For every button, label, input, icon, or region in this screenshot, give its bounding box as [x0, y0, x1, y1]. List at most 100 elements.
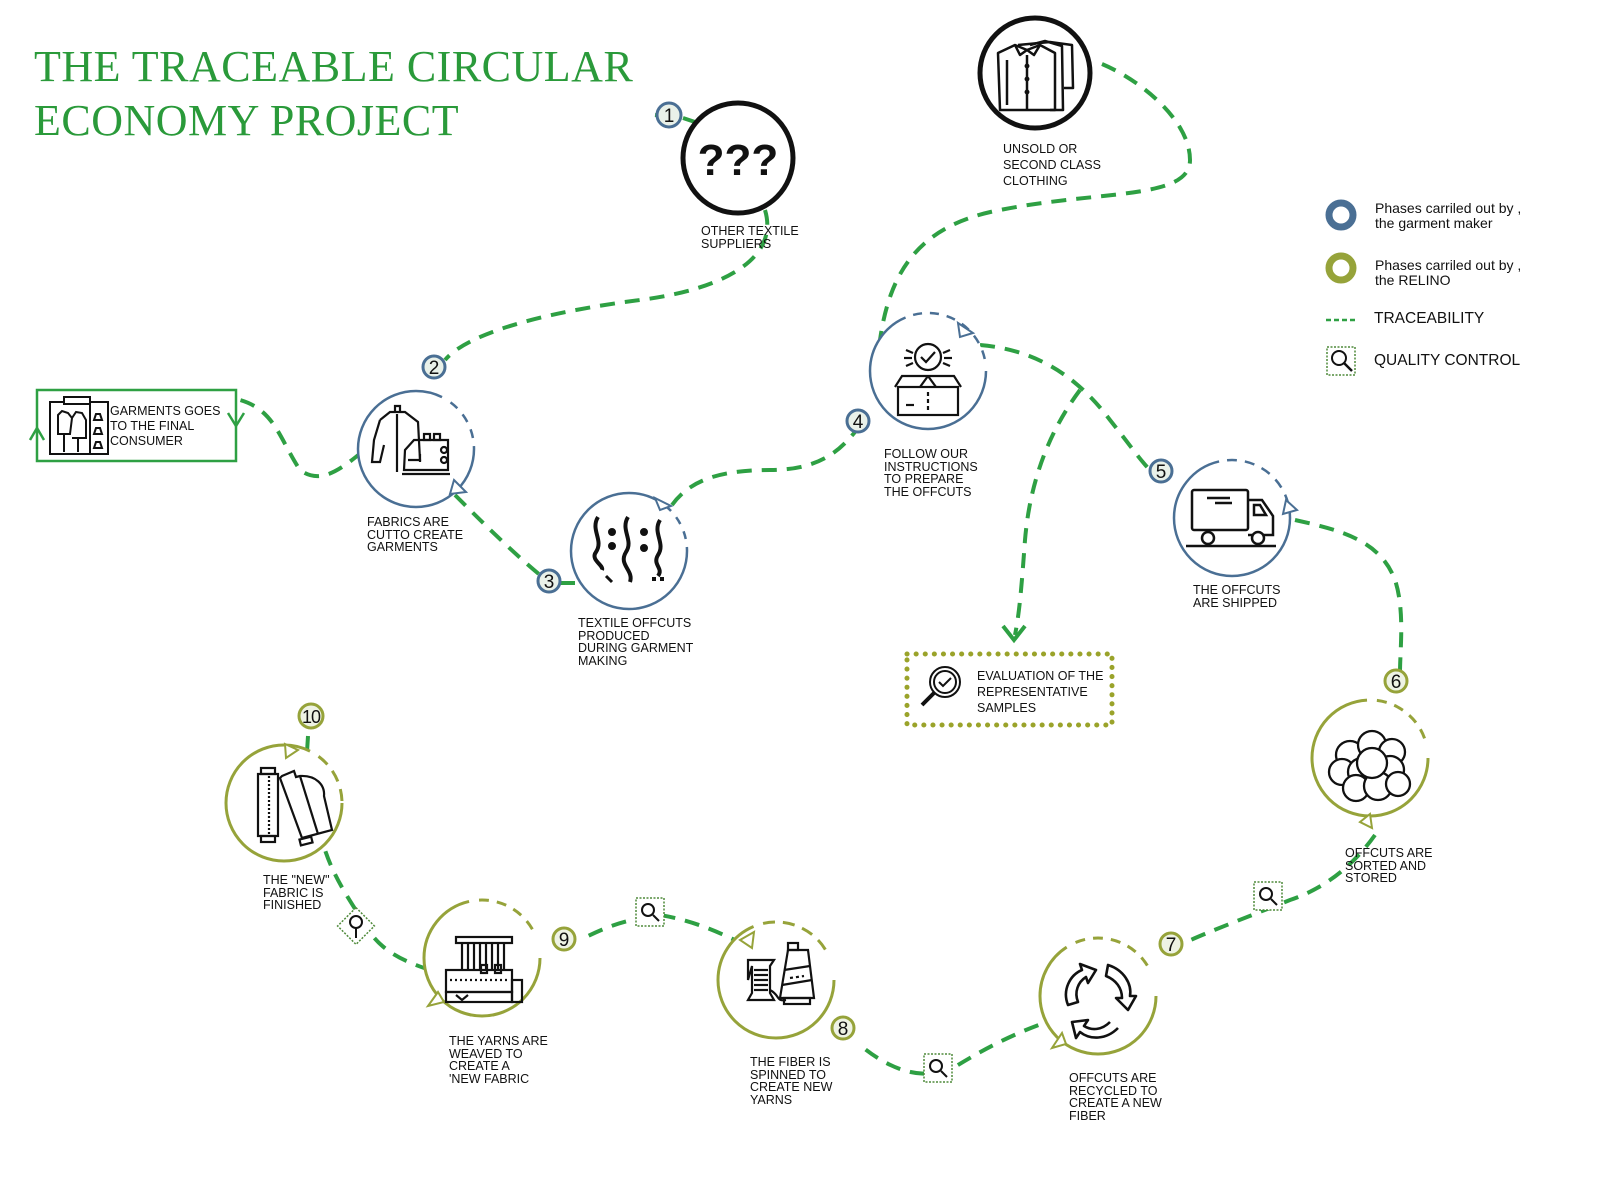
trace-path-8-to-9 [579, 912, 746, 947]
label-step-10: THE "NEW" FABRIC IS FINISHED [263, 873, 330, 912]
box-check-icon [894, 342, 962, 417]
trace-path-6-to-7 [1179, 833, 1377, 947]
ring-arrowhead-icon [1281, 498, 1300, 516]
trace-path-4-to-evaluation [1013, 388, 1082, 636]
step-ring-blue [569, 491, 689, 611]
ring-arrowhead-icon [1049, 1030, 1068, 1050]
step-badge-6-number: 6 [1391, 672, 1402, 693]
legend-garment-maker-ring-icon [1325, 199, 1357, 231]
node-step-5 [1172, 458, 1300, 578]
step-badge-10-number: 10 [302, 707, 321, 727]
question-marks-icon: ??? [698, 136, 779, 185]
step-badge-4: 4 [845, 408, 871, 434]
title-line-1: THE TRACEABLE CIRCULAR [34, 42, 634, 91]
step-badges: 1 2 3 4 5 6 7 8 [297, 101, 1409, 1041]
node-step-7 [1038, 936, 1158, 1056]
trace-path-2-to-consumer [239, 398, 364, 478]
step-badge-4-number: 4 [853, 412, 864, 433]
trace-path-2-to-3 [453, 493, 542, 577]
trace-path-unsold-to-4 [878, 62, 1193, 341]
magnifier-check-icon [920, 666, 961, 707]
step-badge-7-number: 7 [1166, 935, 1177, 956]
page-title: THE TRACEABLE CIRCULAR ECONOMY PROJECT [34, 40, 633, 148]
ring-arrowhead-icon [1358, 812, 1374, 830]
ring-arrowhead-icon [448, 478, 469, 496]
step-badge-8-number: 8 [838, 1019, 849, 1040]
label-step-3: TEXTILE OFFCUTS PRODUCED DURING GARMENT … [578, 616, 694, 668]
step-ring-olive [716, 920, 836, 1040]
arrow-down-icon [226, 412, 246, 429]
node-step-2 [356, 389, 476, 509]
label-step-6: OFFCUTS ARE SORTED AND STORED [1345, 846, 1433, 885]
legend-shapes [1325, 199, 1358, 376]
trace-path-4-to-5 [979, 343, 1152, 472]
step-badge-5-number: 5 [1156, 462, 1167, 483]
quality-control-marker-9-10 [336, 906, 376, 946]
legend-relino-label: Phases carriled out by , the RELINO [1375, 257, 1522, 288]
node-circle [680, 100, 796, 216]
quality-control-marker-7-8 [923, 1053, 953, 1083]
trace-path-supplier-to-2 [443, 209, 770, 362]
recycle-icon [1064, 962, 1138, 1040]
step-badge-7: 7 [1158, 931, 1184, 957]
node-step-6 [1310, 698, 1430, 830]
label-step-5: THE OFFCUTS ARE SHIPPED [1193, 583, 1281, 610]
quality-control-markers [336, 881, 1283, 1083]
node-step-8 [716, 920, 836, 1040]
step-badge-5: 5 [1148, 458, 1174, 484]
ring-arrowhead-icon [956, 320, 976, 339]
step-badge-6: 6 [1383, 668, 1409, 694]
magnifier-icon [929, 1059, 948, 1078]
trace-path-9-to-10 [323, 849, 431, 972]
node-unsold-clothing [977, 15, 1093, 131]
step-badge-1: 1 [655, 101, 683, 129]
label-unsold-clothing: UNSOLD OR SECOND CLASS CLOTHING [1003, 142, 1101, 188]
step-badge-3: 3 [536, 568, 562, 594]
step-ring-olive [1038, 936, 1158, 1056]
evaluation-arrowhead-icon [1001, 624, 1027, 644]
loom-icon [444, 935, 524, 1004]
title-line-2: ECONOMY PROJECT [34, 96, 460, 145]
label-step-2: FABRICS ARE CUTTO CREATE GARMENTS [367, 515, 464, 554]
node-step-3 [569, 491, 689, 611]
step-ring-blue [356, 389, 476, 509]
legend-quality-control-icon [1326, 346, 1356, 376]
node-final-consumer [28, 388, 246, 463]
step-badge-1-number: 1 [664, 106, 675, 127]
magnifier-icon [349, 915, 363, 938]
magnifier-icon [1259, 887, 1278, 906]
trace-path-7-to-8 [858, 1015, 1063, 1076]
node-step-10 [224, 742, 344, 863]
node-evaluation [904, 651, 1115, 728]
label-other-suppliers: OTHER TEXTILE SUPPLIERS [701, 224, 799, 251]
step-badge-9: 9 [551, 926, 577, 952]
legend-relino-ring-icon [1325, 252, 1357, 284]
ring-arrowhead-icon [738, 930, 756, 950]
legend-quality-control-label: QUALITY CONTROL [1374, 352, 1521, 369]
yarn-spool-icon [746, 941, 816, 1006]
step-badge-2: 2 [421, 354, 447, 380]
step-ring-olive [224, 743, 344, 863]
quality-control-marker-6-7 [1253, 881, 1283, 911]
quality-control-marker-8-9 [635, 897, 665, 927]
node-step-4 [868, 311, 988, 431]
magnifier-icon [641, 903, 660, 922]
arrow-up-icon [28, 425, 46, 441]
label-step-4: FOLLOW OUR INSTRUCTIONS TO PREPARE THE O… [884, 447, 978, 499]
legend-garment-maker-label: Phases carriled out by , the garment mak… [1375, 200, 1522, 231]
sewing-machine-icon [370, 404, 450, 476]
cotton-bales-icon [1327, 729, 1412, 803]
ring-arrowhead-icon [283, 742, 301, 760]
label-evaluation: EVALUATION OF THE REPRESENTATIVE SAMPLES [977, 669, 1104, 715]
ring-arrowhead-icon [425, 990, 446, 1008]
step-badge-3-number: 3 [544, 572, 555, 593]
label-step-9: THE YARNS ARE WEAVED TO CREATE A 'NEW FA… [449, 1034, 548, 1086]
node-step-9 [422, 898, 542, 1018]
ring-arrowhead-icon [653, 495, 674, 512]
legend-traceability-label: TRACEABILITY [1374, 310, 1485, 327]
label-step-8: THE FIBER IS SPINNED TO CREATE NEW YARNS [750, 1055, 833, 1107]
node-other-suppliers: ??? [680, 100, 796, 216]
textile-offcuts-icon [592, 515, 664, 584]
shop-window-icon [49, 396, 109, 455]
